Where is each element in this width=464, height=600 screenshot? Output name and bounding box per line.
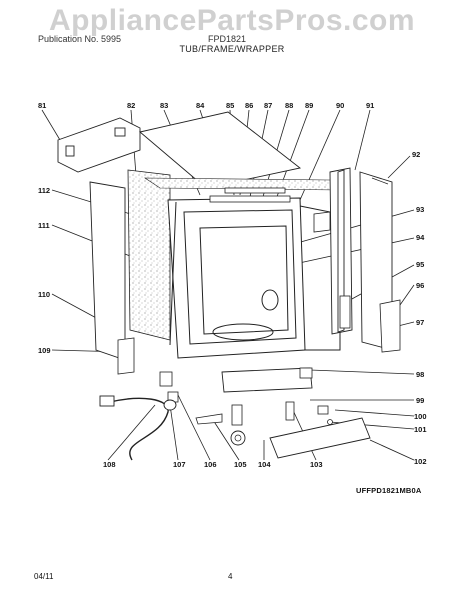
callout-82: 82 (127, 101, 136, 110)
callout-103: 103 (310, 460, 323, 469)
callout-105: 105 (234, 460, 247, 469)
callout-102: 102 (414, 457, 427, 466)
callout-83: 83 (160, 101, 169, 110)
callout-107: 107 (173, 460, 186, 469)
section-title: TUB/FRAME/WRAPPER (179, 44, 285, 54)
model-caption: FPD1821 (208, 34, 247, 44)
publication-caption: Publication No. 5995 (38, 34, 122, 44)
callout-88: 88 (285, 101, 294, 110)
callout-109: 109 (38, 346, 51, 355)
callout-87: 87 (264, 101, 273, 110)
callout-98: 98 (416, 370, 425, 379)
callout-104: 104 (258, 460, 271, 469)
callout-86: 86 (245, 101, 254, 110)
callout-110: 110 (38, 290, 51, 299)
callout-81: 81 (38, 101, 47, 110)
callout-92: 92 (412, 150, 421, 159)
callout-95: 95 (416, 260, 425, 269)
callout-91: 91 (366, 101, 375, 110)
callout-85: 85 (226, 101, 235, 110)
diagram-code: UFFPD1821MB0A (356, 486, 422, 495)
callout-111: 111 (38, 221, 50, 230)
callout-94: 94 (416, 233, 425, 242)
watermark: AppliancePartsPros.com (48, 4, 416, 37)
callout-84: 84 (196, 101, 205, 110)
callout-90: 90 (336, 101, 345, 110)
page-number: 4 (228, 572, 233, 581)
callout-97: 97 (416, 318, 425, 327)
callout-89: 89 (305, 101, 314, 110)
callout-112: 112 (38, 186, 51, 195)
callout-106: 106 (204, 460, 217, 469)
callout-100: 100 (414, 412, 427, 421)
callout-99: 99 (416, 396, 425, 405)
callout-108: 108 (103, 460, 116, 469)
callout-96: 96 (416, 281, 425, 290)
callout-93: 93 (416, 205, 425, 214)
callout-101: 101 (414, 425, 427, 434)
footer-date: 04/11 (34, 572, 54, 581)
